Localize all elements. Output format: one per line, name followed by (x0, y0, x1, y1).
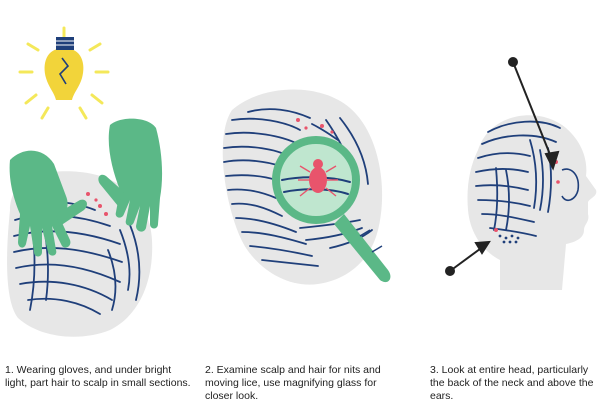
step3-caption: 3. Look at entire head, particularly the… (430, 364, 594, 402)
hair-strands-3 (475, 120, 561, 237)
neck-hair-dots (498, 234, 520, 244)
glove-icon-right (98, 118, 163, 232)
step3-illustration (445, 57, 597, 290)
magnifying-glass-icon (272, 136, 391, 283)
arrow-icon-neck (445, 240, 491, 276)
step1-illustration (7, 26, 163, 337)
nits-1 (86, 192, 108, 216)
step2-caption: 2. Examine scalp and hair for nits and m… (205, 364, 381, 402)
illustration-panel (7, 26, 597, 337)
glove-icon (9, 150, 87, 257)
hair-strands-1 (13, 200, 141, 315)
head-profile-3 (467, 115, 597, 290)
step2-illustration (222, 89, 391, 285)
light-bulb-icon (18, 26, 110, 120)
louse-icon (298, 159, 338, 197)
ear-icon (561, 168, 580, 202)
step1-caption: 1. Wearing gloves, and under bright ligh… (5, 364, 191, 389)
arrow-icon (508, 57, 560, 171)
nits-2 (296, 118, 334, 134)
